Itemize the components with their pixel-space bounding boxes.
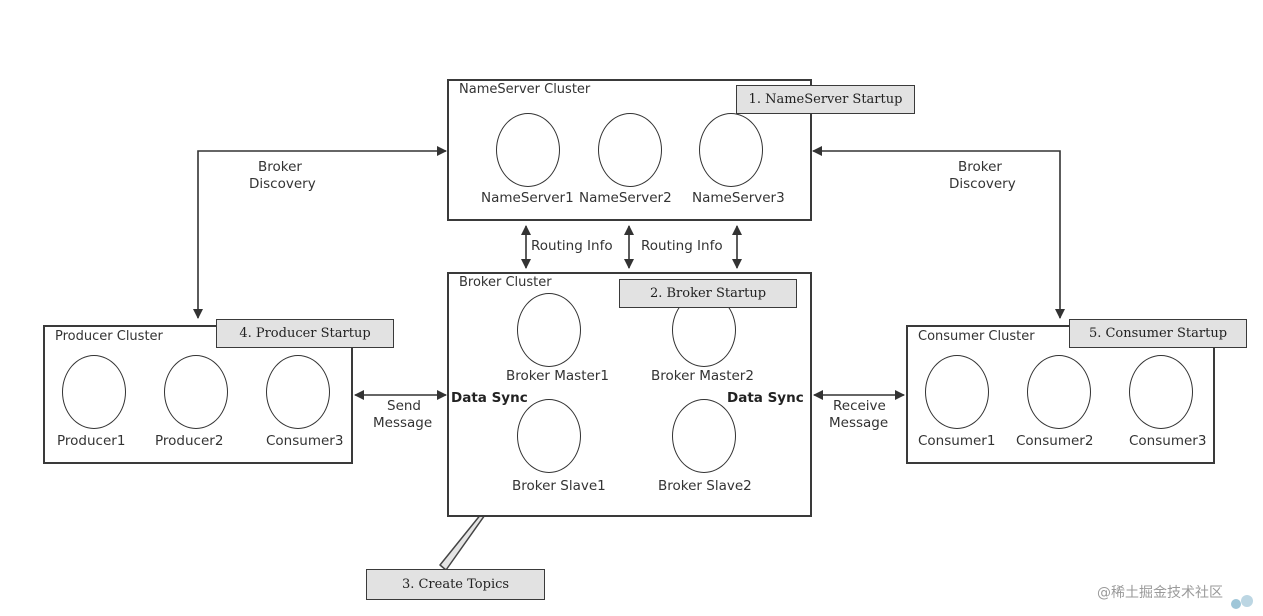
receive-message-line1: Receive <box>833 398 886 414</box>
producer1-node <box>62 355 126 429</box>
broker-discovery-right-line2: Discovery <box>949 176 1016 192</box>
broker-discovery-left-line2: Discovery <box>249 176 316 192</box>
step-consumer-startup: 5. Consumer Startup <box>1069 319 1247 348</box>
watermark-logo-icon <box>1228 592 1258 612</box>
consumer1-node <box>925 355 989 429</box>
send-message-line2: Message <box>373 415 433 431</box>
producer2-label: Producer2 <box>155 433 224 449</box>
broker-discovery-right-arrow <box>812 146 1065 319</box>
cluster-title: Broker Cluster <box>459 275 552 290</box>
broker-slave1-node <box>517 399 581 473</box>
consumer3-label: Consumer3 <box>1129 433 1207 449</box>
data-sync-label-left: Data Sync <box>451 390 528 406</box>
consumer2-node <box>1027 355 1091 429</box>
broker-discovery-left-line1: Broker <box>258 159 302 175</box>
consumer1-label: Consumer1 <box>918 433 996 449</box>
step-broker-startup: 2. Broker Startup <box>619 279 797 308</box>
producer-consumer3-label: Consumer3 <box>266 433 344 449</box>
step-producer-startup: 4. Producer Startup <box>216 319 394 348</box>
step-nameserver-startup: 1. NameServer Startup <box>736 85 915 114</box>
broker-discovery-right-line1: Broker <box>958 159 1002 175</box>
step-create-topics: 3. Create Topics <box>366 569 545 600</box>
watermark-text: @稀土掘金技术社区 <box>1097 585 1223 601</box>
cluster-title: NameServer Cluster <box>459 82 591 97</box>
broker-slave1-label: Broker Slave1 <box>512 478 606 494</box>
send-message-line1: Send <box>387 398 422 414</box>
broker-master1-label: Broker Master1 <box>506 368 609 384</box>
nameserver-node-3 <box>699 113 763 187</box>
broker-master1-node <box>517 293 581 367</box>
broker-cluster: Broker Cluster <box>447 272 812 517</box>
receive-message-line2: Message <box>829 415 889 431</box>
producer2-node <box>164 355 228 429</box>
nameserver-label-2: NameServer2 <box>579 190 672 206</box>
nameserver-label-1: NameServer1 <box>481 190 574 206</box>
routing-info-label-1: Routing Info <box>531 238 613 254</box>
cluster-title: Consumer Cluster <box>918 329 1035 344</box>
broker-slave2-node <box>672 399 736 473</box>
nameserver-node-1 <box>496 113 560 187</box>
broker-master2-label: Broker Master2 <box>651 368 754 384</box>
cluster-title: Producer Cluster <box>55 329 163 344</box>
producer-consumer3-node <box>266 355 330 429</box>
producer1-label: Producer1 <box>57 433 126 449</box>
consumer3-node <box>1129 355 1193 429</box>
nameserver-node-2 <box>598 113 662 187</box>
routing-info-label-2: Routing Info <box>641 238 723 254</box>
data-sync-label-right: Data Sync <box>727 390 804 406</box>
broker-slave2-label: Broker Slave2 <box>658 478 752 494</box>
nameserver-label-3: NameServer3 <box>692 190 785 206</box>
consumer2-label: Consumer2 <box>1016 433 1094 449</box>
broker-discovery-left-arrow <box>193 146 447 319</box>
